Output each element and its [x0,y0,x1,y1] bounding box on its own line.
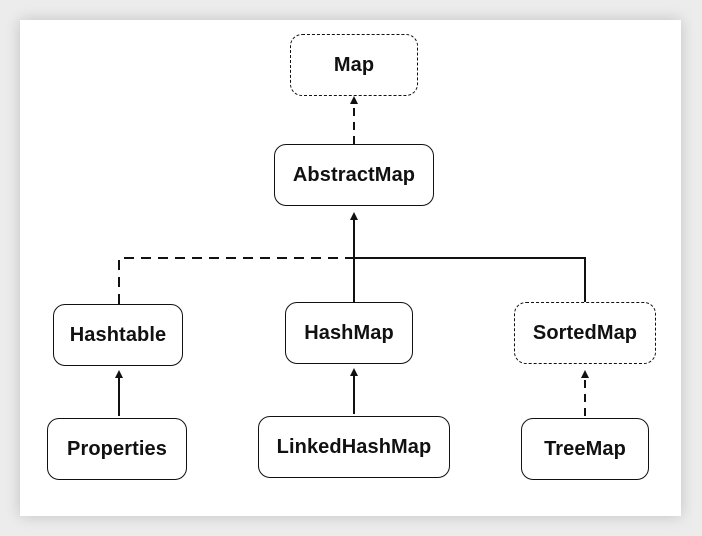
node-properties-label: Properties [67,437,167,460]
node-treemap: TreeMap [521,418,649,480]
node-properties: Properties [47,418,187,480]
node-hashtable: Hashtable [53,304,183,366]
node-hashtable-label: Hashtable [69,323,167,346]
edge-hashtable-to-abstractmap [118,257,354,304]
edge-sortedmap-to-abstractmap [354,257,586,302]
node-hashmap-label: HashMap [304,321,394,344]
node-linkedhashmap: LinkedHashMap [258,416,450,478]
node-treemap-label: TreeMap [544,437,626,460]
node-map-label: Map [333,53,375,76]
node-map: Map [290,34,418,96]
node-linkedhashmap-label: LinkedHashMap [276,435,432,458]
node-sortedmap: SortedMap [514,302,656,364]
node-abstractmap: AbstractMap [274,144,434,206]
node-abstractmap-label: AbstractMap [292,163,416,186]
node-sortedmap-label: SortedMap [532,321,638,344]
node-hashmap: HashMap [285,302,413,364]
